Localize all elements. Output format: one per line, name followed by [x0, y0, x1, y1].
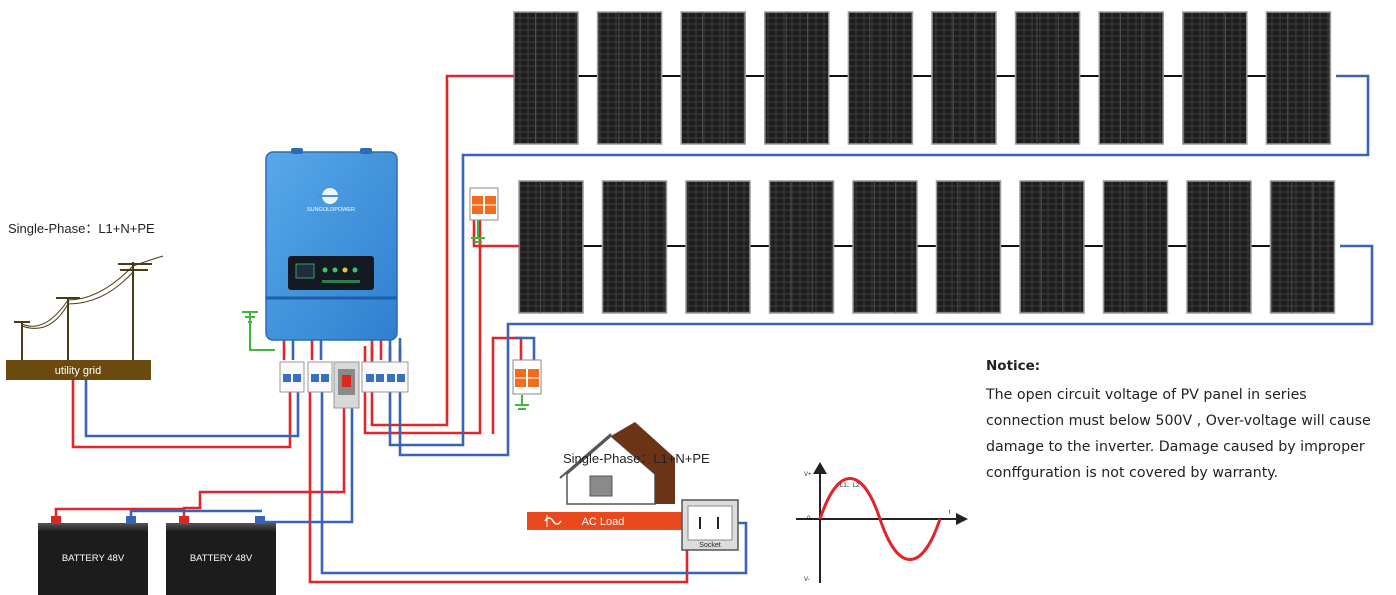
pv-panel [1186, 180, 1252, 314]
breaker-load [307, 361, 333, 393]
pv-panel [847, 11, 914, 145]
waveform-curve-label: L1、L2 [840, 483, 860, 489]
wire-inverter-ground [249, 312, 275, 351]
sine-wave [818, 477, 942, 561]
pv-panel [768, 180, 835, 314]
wire-pv2-negative [398, 244, 1374, 457]
wire-grid-l [71, 380, 292, 449]
waveform-zero: 0 [807, 516, 811, 522]
pv-panel [935, 180, 1002, 314]
inverter-brand: SUNGOLDPOWER [307, 207, 355, 213]
dc-negative-wires [84, 74, 1374, 575]
ground-wires [242, 220, 529, 410]
pv-string-2 [518, 180, 1336, 314]
battery-breaker [333, 361, 360, 409]
battery-1: BATTERY 48V [38, 516, 148, 595]
waveform-v-minus: V- [804, 577, 810, 583]
sun-logo-icon [318, 188, 342, 204]
wire-pv1-positive [370, 74, 514, 427]
notice-title: Notice: [986, 358, 1041, 374]
battery-2: BATTERY 48V [166, 516, 276, 595]
ac-waveform: V+ V- 0 t L1、L2 [796, 462, 968, 583]
wire-battery-positive [182, 408, 346, 520]
pv-panel [1019, 180, 1085, 314]
pv-panel [685, 180, 751, 314]
battery-1-label: BATTERY 48V [62, 553, 125, 564]
ac-load-bar [527, 512, 683, 530]
pv-panel [1098, 11, 1164, 145]
wire-load-l [308, 392, 689, 584]
notice-body: The open circuit voltage of PV panel in … [986, 387, 1371, 481]
waveform-t: t [949, 510, 951, 516]
ac-load-label: AC Load [582, 516, 625, 528]
pv-string-1 [513, 11, 1332, 145]
pv-panel [1014, 11, 1081, 145]
pv-panel [1102, 180, 1169, 314]
wire-pv1-negative [388, 74, 1370, 447]
battery-2-label: BATTERY 48V [190, 553, 253, 564]
pv-panel [518, 180, 584, 314]
waveform-v-plus: V+ [804, 472, 812, 478]
socket-label: Socket [699, 542, 720, 549]
wire-grid-n [84, 380, 300, 438]
pv-panel [601, 180, 668, 314]
pv-panel [1182, 11, 1248, 145]
surge-protector-2 [512, 359, 542, 395]
grid-phase-label: Single-Phase：L1+N+PE [8, 221, 155, 236]
house-icon [559, 422, 675, 505]
pv-panel [852, 180, 918, 314]
breaker-grid [279, 361, 305, 393]
pv-panel [931, 11, 997, 145]
surge-protector-1 [469, 187, 499, 221]
pv-panel [764, 11, 830, 145]
socket-icon: Socket [681, 499, 739, 551]
pv-panel [513, 11, 579, 145]
notice-box: Notice: The open circuit voltage of PV p… [986, 358, 1386, 486]
utility-grid-box [6, 360, 151, 380]
load-phase-label: Single-Phase：L1+N+PE [563, 451, 710, 466]
pv-panel [596, 11, 663, 145]
utility-grid-label: utility grid [55, 365, 101, 377]
wire-battery-negative [261, 408, 354, 524]
inverter: SUNGOLDPOWER [265, 148, 398, 341]
wire-spd2-neg [515, 336, 536, 360]
pv-panel [1265, 11, 1332, 145]
wire-battery-link-negative [129, 509, 262, 520]
pv-panel [680, 11, 746, 145]
utility-grid-icon [14, 255, 164, 360]
breaker-pv [361, 361, 409, 393]
pv-panel [1269, 180, 1336, 314]
